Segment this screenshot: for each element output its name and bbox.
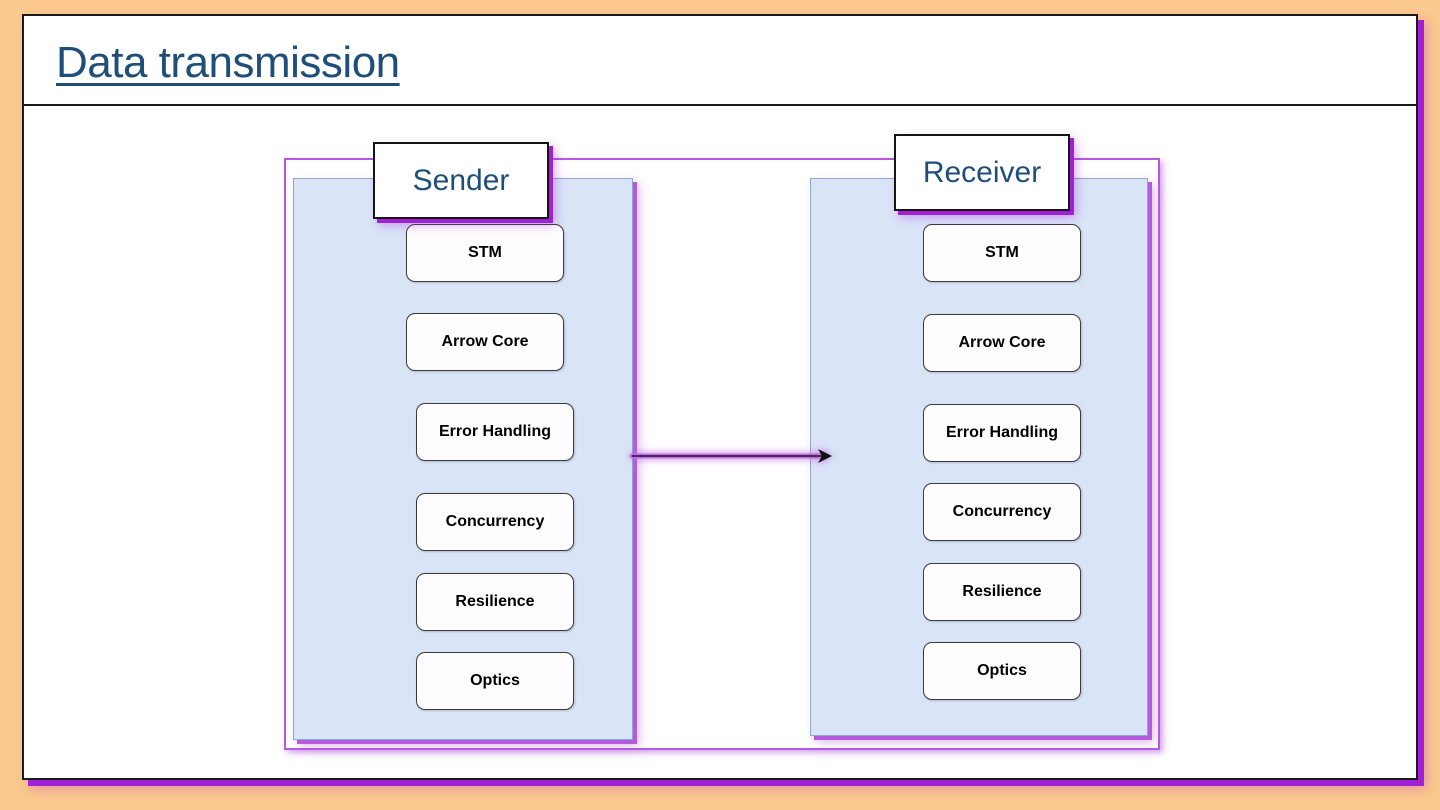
sender-chip-stm[interactable]: STM <box>406 224 564 282</box>
page-title: Data transmission <box>56 38 400 87</box>
receiver-group-label[interactable]: Receiver <box>894 134 1070 211</box>
receiver-chip-optics[interactable]: Optics <box>923 642 1081 700</box>
slide-card: Data transmission Sender STM Arrow Core … <box>22 14 1418 780</box>
diagram-area: Sender STM Arrow Core Error Handling Con… <box>24 106 1416 780</box>
sender-chip-error-handling[interactable]: Error Handling <box>416 403 574 461</box>
sender-chip-resilience[interactable]: Resilience <box>416 573 574 631</box>
receiver-chip-arrow-core[interactable]: Arrow Core <box>923 314 1081 372</box>
sender-chip-arrow-core[interactable]: Arrow Core <box>406 313 564 371</box>
receiver-chip-concurrency[interactable]: Concurrency <box>923 483 1081 541</box>
sender-chip-optics[interactable]: Optics <box>416 652 574 710</box>
sender-chip-concurrency[interactable]: Concurrency <box>416 493 574 551</box>
receiver-chip-stm[interactable]: STM <box>923 224 1081 282</box>
receiver-chip-error-handling[interactable]: Error Handling <box>923 404 1081 462</box>
receiver-chip-resilience[interactable]: Resilience <box>923 563 1081 621</box>
title-band: Data transmission <box>24 16 1416 106</box>
connection-frame <box>284 158 1160 750</box>
sender-group-label[interactable]: Sender <box>373 142 549 219</box>
